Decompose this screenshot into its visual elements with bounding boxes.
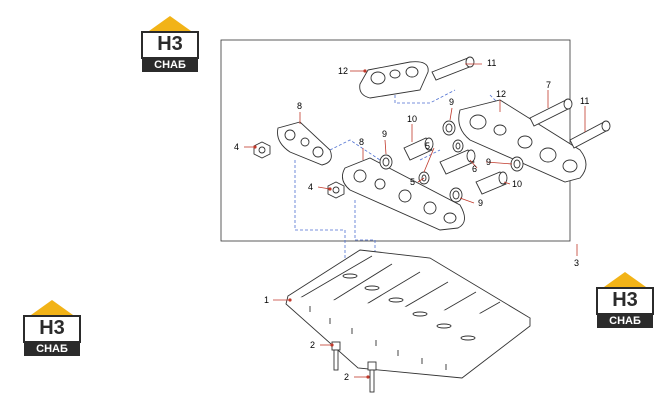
callout-5-lower: 5: [410, 177, 416, 187]
callout-9-right: 9: [486, 157, 492, 167]
track-link-right: [458, 99, 587, 183]
callout-6: 6: [472, 164, 478, 174]
track-link-middle: [341, 157, 465, 231]
logo-right: H3 СНАБ: [593, 270, 657, 330]
nut-left: [253, 141, 271, 159]
leader-lines: [244, 63, 586, 379]
pin-top: [431, 56, 475, 81]
callout-12-upper: 12: [338, 66, 349, 76]
track-link-upper: [359, 61, 429, 99]
track-shoes: [285, 249, 531, 379]
callout-12-right: 12: [496, 89, 507, 99]
callout-11-right: 11: [580, 96, 590, 106]
callout-2-left: 2: [310, 340, 316, 350]
callout-9-middle: 9: [382, 129, 388, 139]
logo-bottom-left: H3 СНАБ: [20, 298, 84, 358]
pin-right-11: [569, 120, 611, 149]
callout-11-upper: 11: [487, 58, 497, 68]
logo-mark: H3: [157, 33, 183, 55]
callout-10-upper: 10: [407, 114, 418, 124]
track-link-left: [277, 121, 332, 166]
callout-2-right: 2: [344, 372, 350, 382]
bolt-left: [331, 341, 341, 371]
logo-text: СНАБ: [36, 343, 68, 355]
callout-5-upper: 5: [425, 141, 431, 151]
bushing-upper: [403, 137, 434, 161]
callout-3: 3: [574, 258, 580, 268]
callout-9-upper: 9: [449, 97, 455, 107]
nut-middle: [327, 181, 345, 199]
logo-mark: H3: [612, 289, 638, 311]
callout-10-lower: 10: [512, 179, 523, 189]
bolt-right: [367, 361, 377, 393]
callout-7: 7: [546, 80, 552, 90]
logo-text: СНАБ: [154, 59, 186, 71]
callout-1: 1: [264, 295, 270, 305]
logo-mark: H3: [39, 317, 65, 339]
callout-4-middle: 4: [308, 182, 314, 192]
logo-text: СНАБ: [609, 315, 641, 327]
logo-top-left: H3 СНАБ: [138, 14, 202, 74]
callout-9-lower: 9: [478, 198, 484, 208]
pin-center: [439, 149, 476, 175]
pin-right-7: [529, 98, 573, 127]
callout-8-middle: 8: [359, 137, 365, 147]
bushing-lower: [475, 171, 508, 195]
callout-4-left: 4: [234, 142, 240, 152]
callout-8-left: 8: [297, 101, 303, 111]
